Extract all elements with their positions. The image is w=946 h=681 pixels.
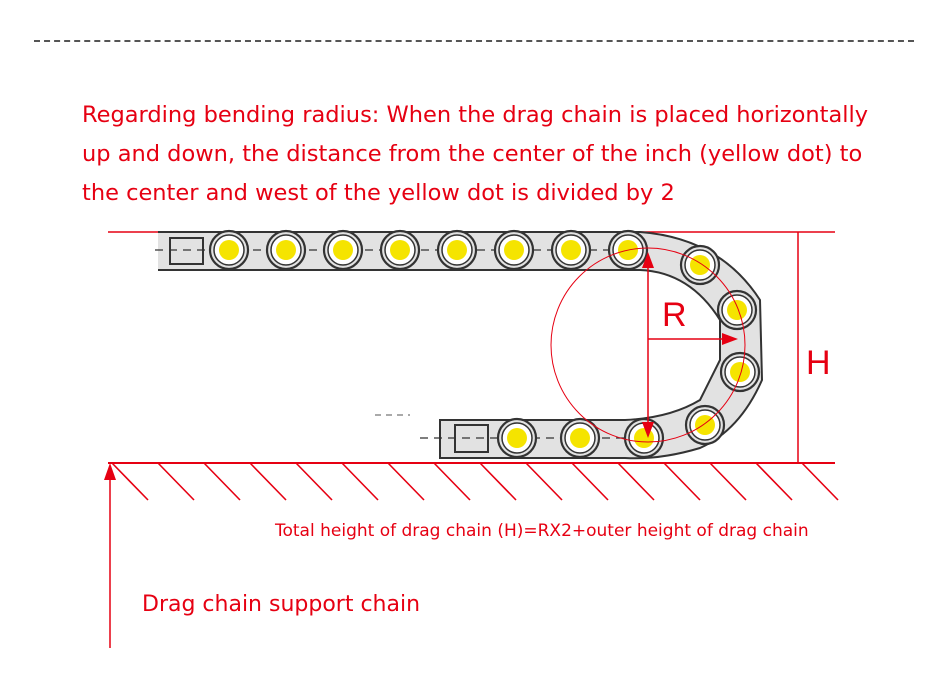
hatch-line <box>755 462 793 501</box>
chain-link-pin <box>436 229 478 271</box>
hatch-line <box>709 462 747 501</box>
end-bracket-top <box>169 237 204 265</box>
height-formula: Total height of drag chain (H)=RX2+outer… <box>275 521 809 541</box>
hatch-line <box>203 462 241 501</box>
hatch-line <box>617 462 655 501</box>
yellow-dot <box>219 240 239 260</box>
hatch-line <box>663 462 701 501</box>
yellow-dot <box>570 428 590 448</box>
hatch-line <box>479 462 517 501</box>
hatch-line <box>341 462 379 501</box>
hatch-line <box>801 462 839 501</box>
yellow-dot <box>727 300 747 320</box>
hatch-line <box>571 462 609 501</box>
description-heading: Regarding bending radius: When the drag … <box>82 102 869 206</box>
chain-link-pin <box>716 289 758 331</box>
hatch-line <box>111 462 149 501</box>
arrow-right-icon <box>722 333 738 345</box>
yellow-dot <box>561 240 581 260</box>
arrow-up-icon <box>642 252 654 268</box>
yellow-dot <box>276 240 296 260</box>
yellow-dot <box>504 240 524 260</box>
yellow-dot <box>507 428 527 448</box>
ground-hatching <box>111 462 839 501</box>
yellow-dot <box>690 255 710 275</box>
chain-link-pin <box>679 244 721 286</box>
chain-link-pin <box>719 351 761 393</box>
support-arrow-icon <box>104 463 116 480</box>
chain-link-pin <box>265 229 307 271</box>
chain-link-pin <box>550 229 592 271</box>
arrow-down-icon <box>642 422 654 438</box>
chain-link-pin <box>322 229 364 271</box>
chain-link-pin <box>208 229 250 271</box>
dashed-divider <box>34 40 914 42</box>
hatch-line <box>433 462 471 501</box>
yellow-dot <box>390 240 410 260</box>
chain-link-pin <box>493 229 535 271</box>
bending-radius-circle <box>550 247 746 443</box>
hatch-line <box>295 462 333 501</box>
chain-link-pin <box>496 417 538 459</box>
radius-label: R <box>662 296 687 334</box>
chain-link-pin <box>559 417 601 459</box>
yellow-dot <box>447 240 467 260</box>
height-label: H <box>806 344 831 382</box>
hatch-line <box>249 462 287 501</box>
yellow-dot <box>634 428 654 448</box>
hatch-line <box>525 462 563 501</box>
support-chain-label: Drag chain support chain <box>142 592 421 617</box>
hatch-line <box>387 462 425 501</box>
yellow-dot <box>730 362 750 382</box>
yellow-dot <box>333 240 353 260</box>
chain-link-pin <box>379 229 421 271</box>
chain-links <box>208 229 761 459</box>
hatch-line <box>157 462 195 501</box>
